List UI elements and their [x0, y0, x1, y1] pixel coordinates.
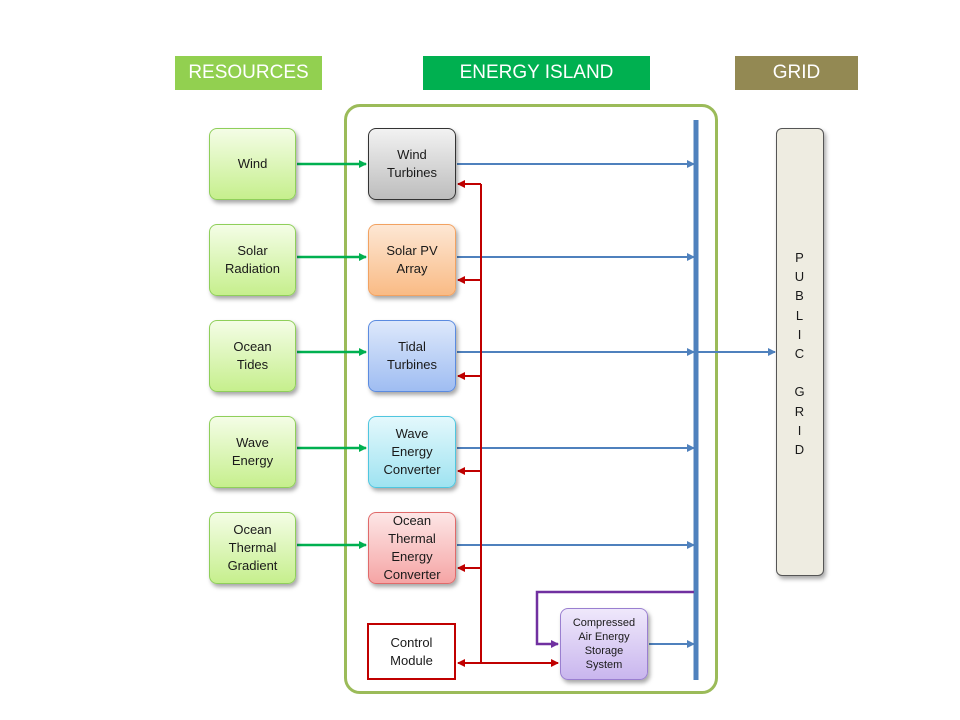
converter-ocean-thermal: Ocean Thermal Energy Converter [368, 512, 456, 584]
converter-solar-pv-array: Solar PV Array [368, 224, 456, 296]
public-grid-label: P U B L I C G R I D [794, 250, 806, 458]
public-grid-box [776, 128, 824, 576]
converter-tidal-turbines: Tidal Turbines [368, 320, 456, 392]
control-module: Control Module [367, 623, 456, 680]
grid-header: GRID [735, 56, 858, 90]
resource-solar-radiation: Solar Radiation [209, 224, 296, 296]
resource-wave-energy: Wave Energy [209, 416, 296, 488]
resource-ocean-tides: Ocean Tides [209, 320, 296, 392]
resources-header: RESOURCES [175, 56, 322, 90]
converter-wind-turbines: Wind Turbines [368, 128, 456, 200]
resource-ocean-thermal-gradient: Ocean Thermal Gradient [209, 512, 296, 584]
energy-island-header: ENERGY ISLAND [423, 56, 650, 90]
resource-wind: Wind [209, 128, 296, 200]
energy-island-boundary [344, 104, 718, 694]
bus-to-storage-link [535, 590, 694, 648]
compressed-air-storage: Compressed Air Energy Storage System [560, 608, 648, 680]
converter-wave-energy: Wave Energy Converter [368, 416, 456, 488]
